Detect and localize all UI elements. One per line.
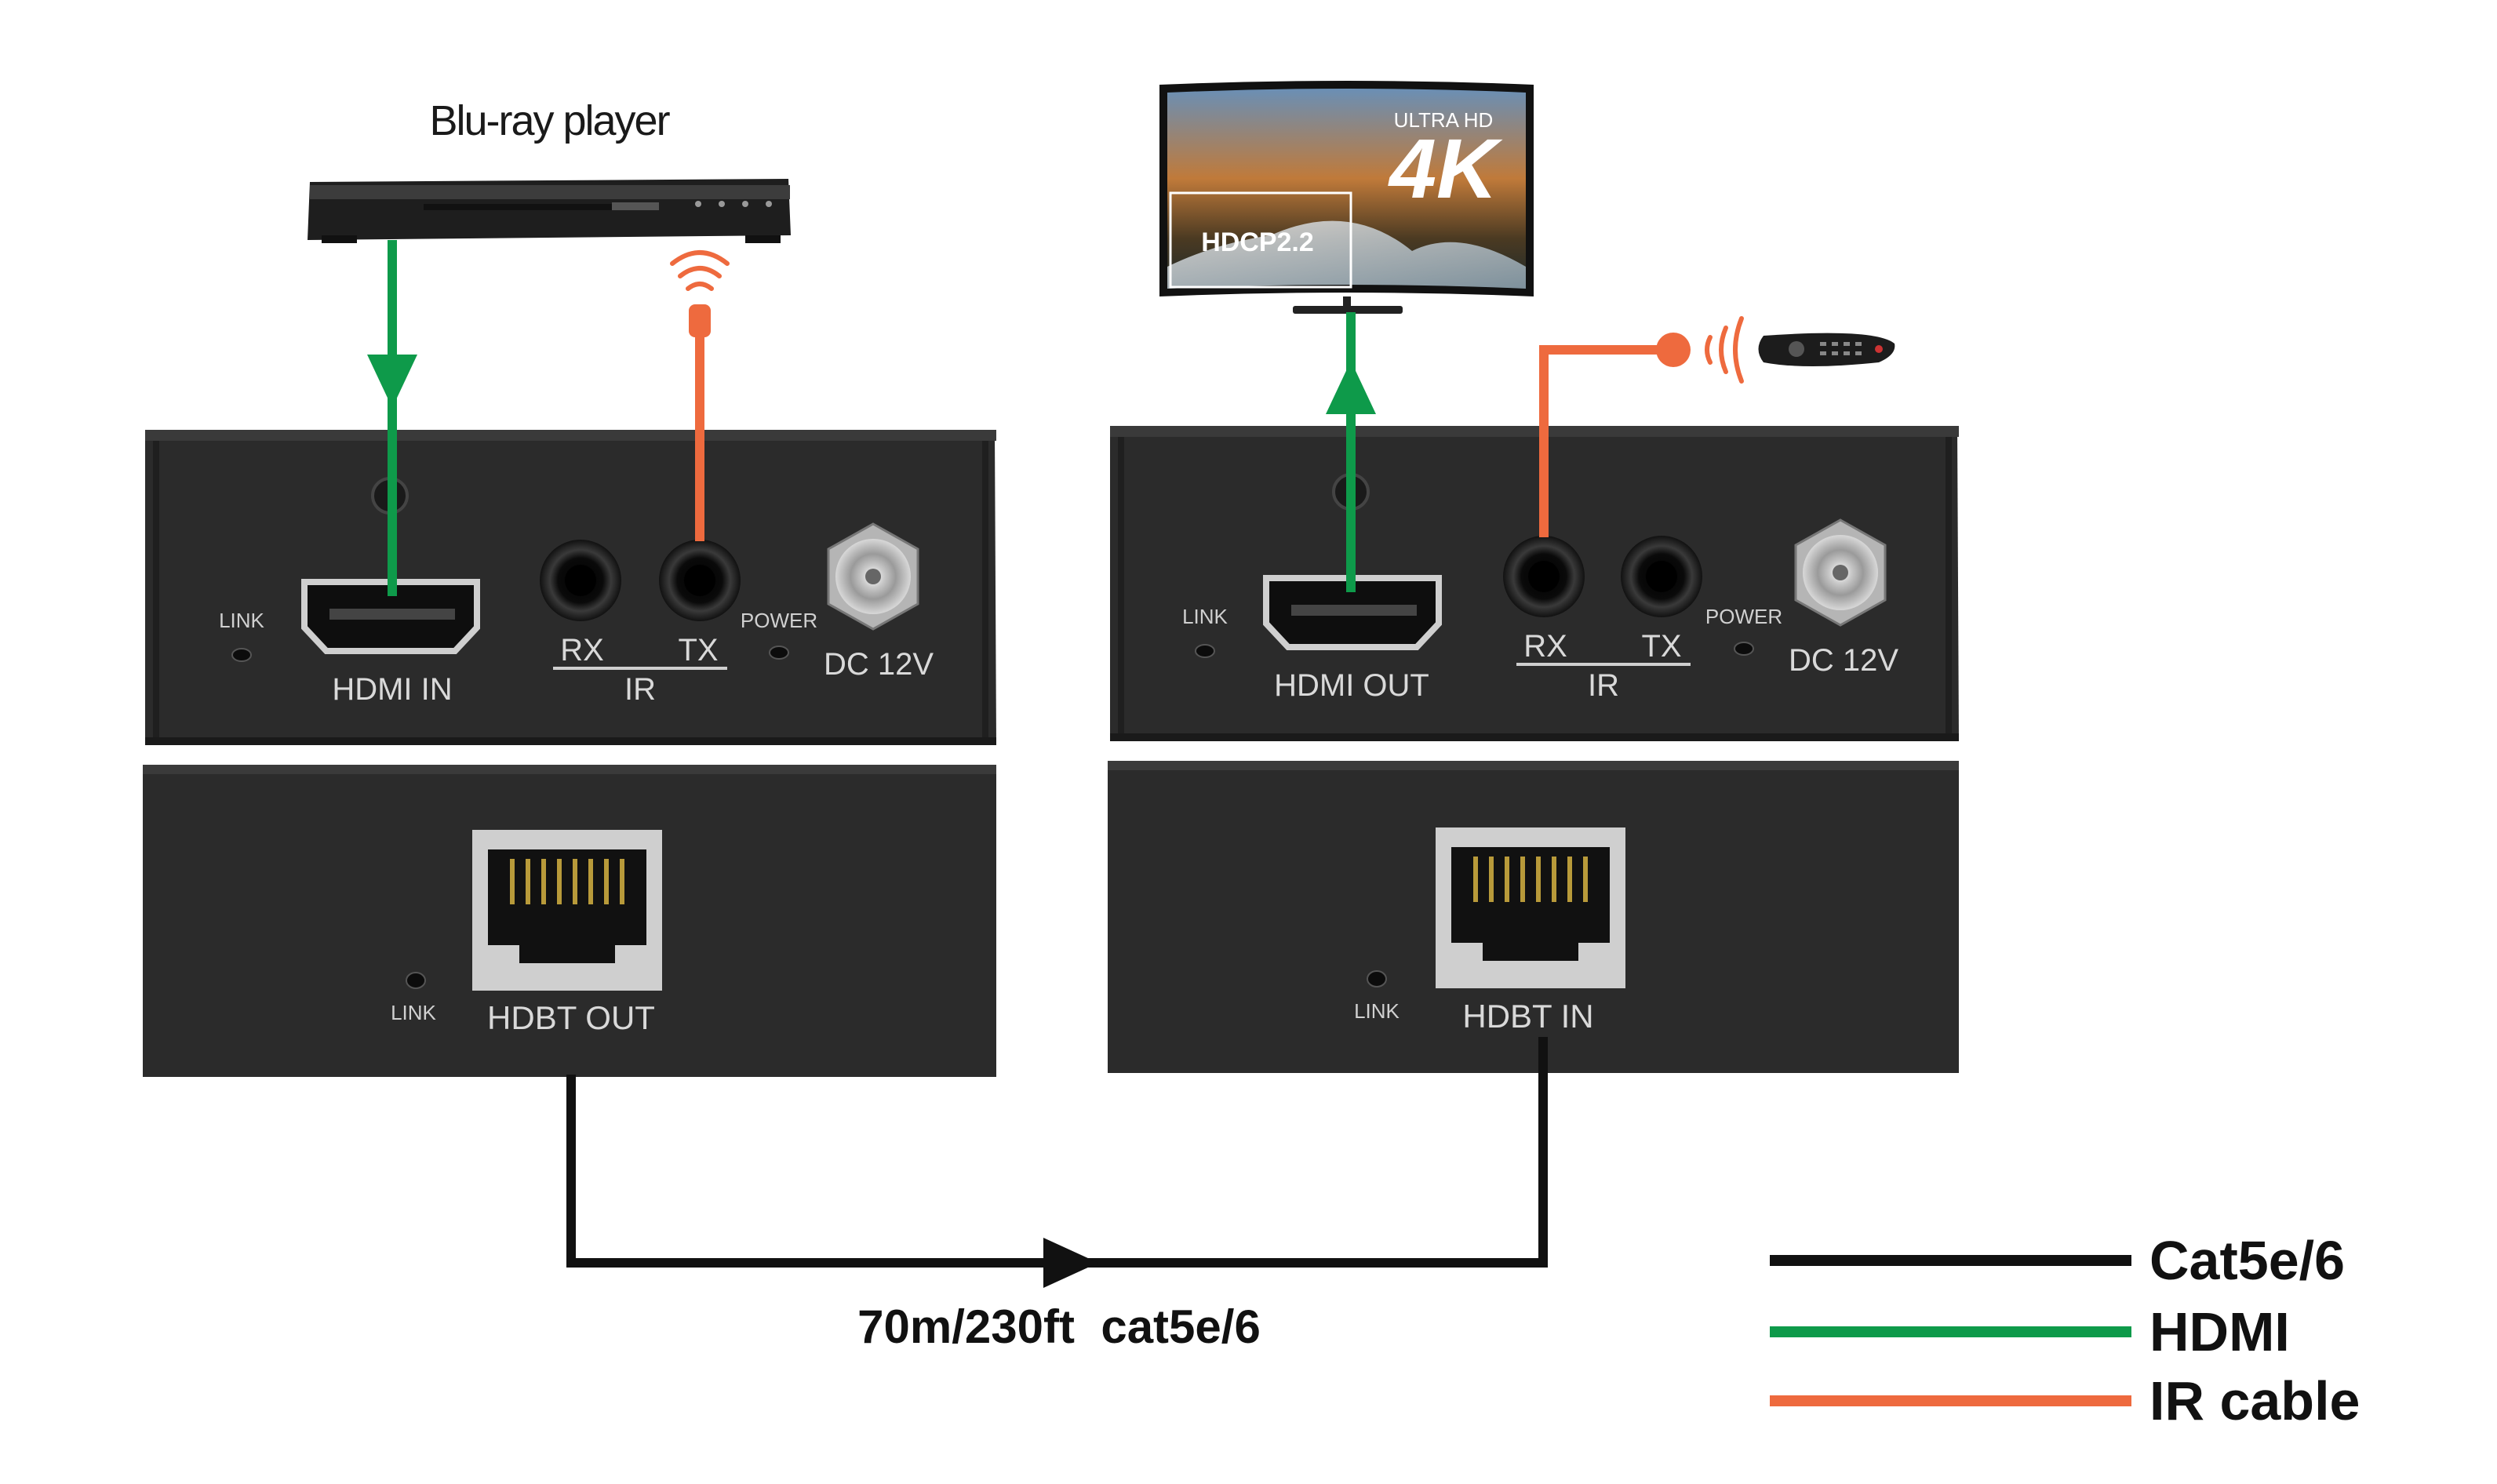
tv-ultra-hd: ULTRA HD: [1394, 108, 1494, 132]
arrow-up-icon: [1326, 361, 1376, 414]
tx-link-label: LINK: [219, 609, 264, 632]
tx-power-led: [769, 646, 789, 660]
rx-tx-label: TX: [1641, 629, 1681, 664]
tx-power-label: POWER: [741, 609, 817, 632]
cable-length-label: 70m/230ft cat5e/6: [857, 1300, 1261, 1353]
arrow-down-icon: [367, 355, 417, 408]
bluray-label: Blu-ray player: [429, 97, 670, 144]
legend-label: Cat5e/6: [2149, 1230, 2345, 1291]
transmitter-back-panel: LINK HDBT OUT: [143, 765, 996, 1077]
tx-back-link-led: [406, 972, 426, 989]
cat-cable: [566, 1037, 1548, 1288]
rx-ir-label: IR: [1588, 668, 1619, 703]
receiver-back-panel: LINK HDBT IN: [1108, 761, 1959, 1073]
tv-stand-base: [1293, 306, 1403, 314]
tx-back-link-label: LINK: [391, 1001, 436, 1024]
ir-signal-icon: [1705, 316, 1744, 384]
arrow-right-icon: [1043, 1238, 1098, 1288]
ir-cable-transmitter: [670, 250, 730, 541]
rx-link-label: LINK: [1182, 605, 1228, 628]
remote-control: [1758, 333, 1895, 366]
rx-rx-label: RX: [1523, 629, 1567, 664]
tx-ir-label: IR: [624, 672, 656, 707]
tx-hdbt-label: HDBT OUT: [487, 999, 655, 1036]
rx-back-link-led: [1367, 970, 1387, 988]
tv-hdcp: HDCP2.2: [1201, 227, 1314, 257]
tx-link-led: [231, 648, 252, 662]
hdmi-cable-display: [1326, 312, 1376, 592]
ir-signal-icon: [670, 250, 730, 291]
receiver-front-panel: LINK HDMI OUT RX TX IR POWER DC 12V: [1110, 426, 1959, 741]
ir-cable-receiver: [1539, 316, 1744, 537]
rx-link-led: [1195, 644, 1215, 658]
tx-rx-label: RX: [560, 633, 604, 667]
rx-hdbt-label: HDBT IN: [1462, 998, 1593, 1035]
tx-dc-label: DC 12V: [824, 647, 934, 682]
ir-receiver-icon: [1656, 333, 1691, 367]
rx-power-label: POWER: [1705, 605, 1782, 628]
rx-back-link-label: LINK: [1354, 999, 1400, 1023]
legend-label: IR cable: [2149, 1370, 2360, 1431]
legend-label: HDMI: [2149, 1301, 2290, 1362]
ir-emitter-icon: [689, 304, 711, 337]
bluray-player: Blu-ray player: [308, 97, 791, 243]
tx-hdmi-label: HDMI IN: [332, 672, 452, 707]
tv-display: ULTRA HD 4K HDCP2.2: [1159, 81, 1534, 314]
tv-4k: 4K: [1388, 121, 1503, 216]
hdmi-cable-source: [367, 240, 417, 596]
rx-hdmi-label: HDMI OUT: [1274, 668, 1429, 703]
tx-tx-label: TX: [678, 633, 718, 667]
rx-dc-label: DC 12V: [1789, 643, 1898, 678]
rx-power-led: [1734, 642, 1754, 656]
transmitter-front-panel: LINK HDMI IN RX TX IR POWER DC 12V: [145, 430, 996, 745]
tv-stand-neck: [1343, 296, 1351, 311]
